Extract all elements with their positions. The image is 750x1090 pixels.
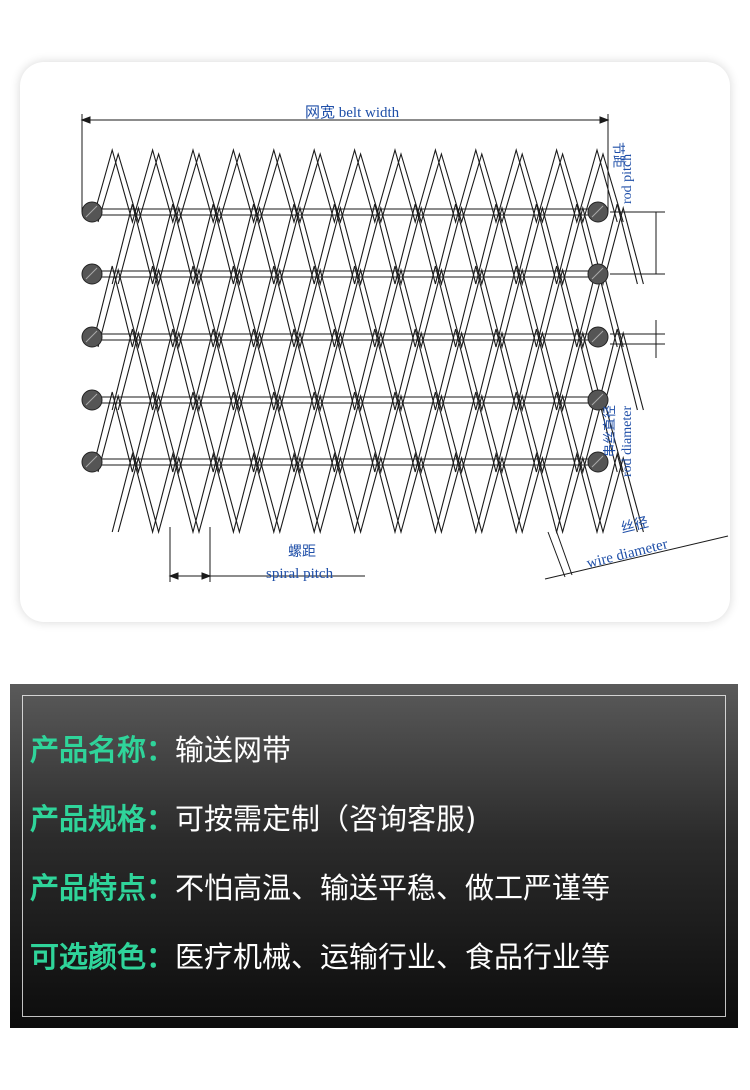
dimension-lines — [80, 114, 729, 582]
rod-diameter-en-label: rod diameter — [620, 406, 635, 477]
rod — [81, 263, 609, 285]
spec-row-name: 产品名称：输送网带 — [30, 730, 291, 770]
belt-diagram-card: 网宽 belt width 节距 rod pitch 串丝直径 rod diam… — [20, 62, 730, 622]
spec-label: 产品名称： — [30, 733, 176, 767]
mesh-band — [91, 391, 624, 475]
rod-pitch-en-label: rod pitch — [620, 154, 635, 204]
rod-diameter-cn-label: 串丝直径 — [602, 405, 617, 457]
mesh-band — [91, 147, 624, 225]
belt-width-label: 网宽 belt width — [305, 104, 400, 121]
rod-end-cap — [81, 326, 103, 348]
belt-mesh — [91, 147, 644, 535]
spec-value: 输送网带 — [175, 733, 292, 767]
rod-end-cap — [587, 201, 609, 223]
spec-row-features: 产品特点：不怕高温、输送平稳、做工严谨等 — [30, 868, 610, 908]
spec-row-options: 可选颜色：医疗机械、运输行业、食品行业等 — [30, 937, 610, 977]
info-frame — [22, 695, 726, 1017]
spec-label: 产品规格： — [30, 802, 176, 836]
rod-end-cap — [81, 263, 103, 285]
spec-row-spec: 产品规格：可按需定制（咨询客服) — [30, 799, 476, 839]
rod — [81, 326, 609, 348]
spec-value: 不怕高温、输送平稳、做工严谨等 — [175, 871, 611, 905]
rod-end-cap — [81, 451, 103, 473]
rod — [81, 389, 609, 411]
rod-end-cap — [587, 389, 609, 411]
belt-rods — [81, 201, 609, 473]
spec-value: 医疗机械、运输行业、食品行业等 — [175, 940, 611, 974]
rod-end-cap — [587, 326, 609, 348]
rod-end-cap — [587, 451, 609, 473]
mesh-band — [111, 451, 644, 535]
spiral-pitch-cn-label: 螺距 — [288, 544, 316, 560]
rod-end-cap — [81, 201, 103, 223]
rod-end-cap — [81, 389, 103, 411]
spec-label: 产品特点： — [30, 871, 176, 905]
spec-value: 可按需定制（咨询客服) — [175, 802, 477, 836]
mesh-band — [111, 328, 644, 413]
rod-end-cap — [587, 263, 609, 285]
spiral-pitch-en-label: spiral pitch — [266, 566, 334, 582]
product-info-panel: 产品名称：输送网带 产品规格：可按需定制（咨询客服) 产品特点：不怕高温、输送平… — [10, 684, 738, 1028]
wire-diameter-cn-label: 丝径 — [619, 515, 650, 537]
mesh-band — [91, 265, 624, 350]
wire-diameter-en-label: wire diameter — [585, 536, 669, 572]
belt-diagram: 网宽 belt width 节距 rod pitch 串丝直径 rod diam… — [80, 104, 729, 582]
rod — [81, 451, 609, 473]
mesh-band — [111, 203, 644, 287]
spec-label: 可选颜色： — [30, 940, 176, 974]
rod-pitch-cn-label: 节距 — [611, 142, 626, 168]
